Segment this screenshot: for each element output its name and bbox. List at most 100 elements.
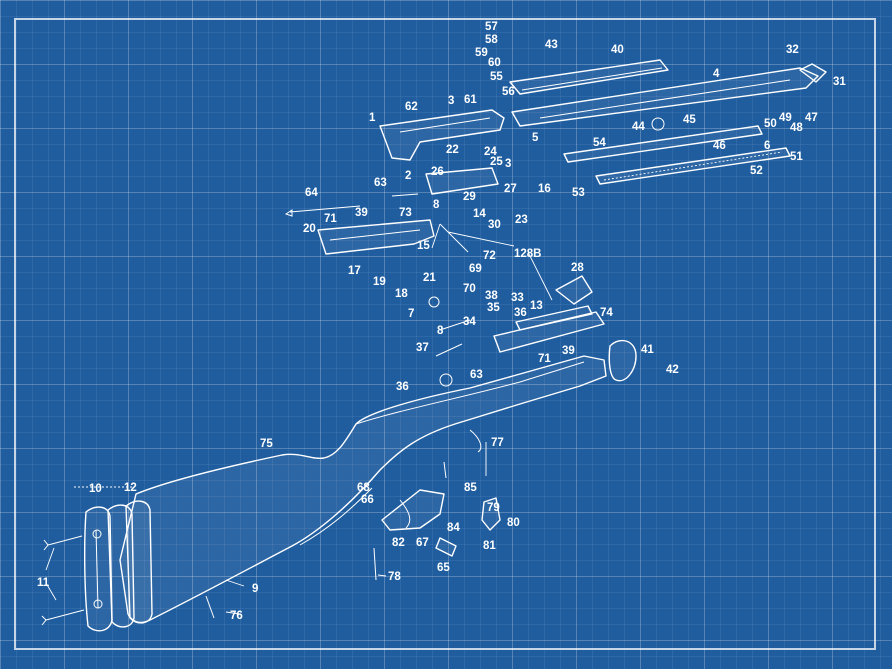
part-labels: 57 58 59 60 55 56 61 43 40 32 31 4 1 62 … [37, 21, 846, 622]
label-67: 67 [416, 537, 429, 549]
label-14: 14 [473, 208, 486, 220]
label-128b: 128B [514, 248, 542, 260]
label-37: 37 [416, 342, 429, 354]
label-74: 74 [600, 307, 613, 319]
label-36: 36 [514, 307, 527, 319]
label-18: 18 [395, 288, 408, 300]
label-30: 30 [488, 219, 501, 231]
label-2: 2 [405, 170, 411, 182]
stock-part [119, 355, 607, 624]
label-43: 43 [545, 39, 558, 51]
label-46: 46 [713, 140, 726, 152]
label-61: 61 [464, 94, 477, 106]
leader-lines [45, 223, 553, 615]
label-56: 56 [502, 86, 515, 98]
label-7: 7 [408, 308, 414, 320]
label-4: 4 [713, 68, 720, 80]
label-71b: 71 [538, 353, 551, 365]
label-36b: 36 [396, 381, 409, 393]
label-79: 79 [487, 502, 500, 514]
label-31: 31 [833, 76, 846, 88]
label-82: 82 [392, 537, 405, 549]
label-35: 35 [487, 302, 500, 314]
label-10: 10 [89, 483, 102, 495]
label-27: 27 [504, 183, 517, 195]
label-5: 5 [532, 132, 539, 144]
label-53: 53 [572, 187, 585, 199]
label-21: 21 [423, 272, 436, 284]
label-73: 73 [399, 207, 412, 219]
label-64: 64 [305, 187, 318, 199]
label-8b: 8 [433, 199, 440, 211]
blueprint-border [14, 18, 876, 650]
label-12: 12 [124, 482, 137, 494]
label-3b: 3 [505, 158, 511, 170]
label-55: 55 [490, 71, 503, 83]
label-22: 22 [446, 144, 459, 156]
label-59: 59 [475, 47, 488, 59]
label-85: 85 [464, 482, 477, 494]
receiver-parts [205, 109, 665, 619]
label-3: 3 [448, 95, 454, 107]
label-52: 52 [750, 165, 763, 177]
label-50: 50 [764, 118, 777, 130]
label-72: 72 [483, 250, 496, 262]
label-57: 57 [485, 21, 498, 33]
label-75: 75 [260, 438, 273, 450]
label-1: 1 [369, 112, 376, 124]
label-11: 11 [37, 577, 50, 589]
label-39b: 39 [562, 345, 575, 357]
label-16: 16 [538, 183, 551, 195]
label-26: 26 [431, 166, 444, 178]
label-24: 24 [484, 146, 497, 158]
label-8: 8 [437, 325, 444, 337]
label-42: 42 [666, 364, 679, 376]
label-60: 60 [488, 57, 501, 69]
label-41: 41 [641, 344, 654, 356]
label-29: 29 [463, 191, 476, 203]
label-28: 28 [571, 262, 584, 274]
label-51: 51 [790, 151, 803, 163]
label-63: 63 [374, 177, 387, 189]
label-15: 15 [417, 240, 430, 252]
label-13: 13 [530, 300, 543, 312]
label-58: 58 [485, 34, 498, 46]
label-71: 71 [324, 213, 337, 225]
label-38: 38 [485, 290, 498, 302]
label-9: 9 [252, 583, 258, 595]
label-77: 77 [491, 437, 504, 449]
label-23: 23 [515, 214, 528, 226]
label-66: 66 [361, 494, 374, 506]
barrel-parts [509, 59, 827, 185]
label-6: 6 [764, 140, 770, 152]
label-45: 45 [683, 114, 696, 126]
label-40: 40 [611, 44, 624, 56]
label-78: 78 [388, 571, 401, 583]
label-34: 34 [463, 316, 476, 328]
label-65: 65 [437, 562, 450, 574]
label-39: 39 [355, 207, 368, 219]
label-32: 32 [786, 44, 799, 56]
label-70: 70 [463, 283, 476, 295]
label-69: 69 [469, 263, 482, 275]
label-62: 62 [405, 101, 418, 113]
label-44: 44 [632, 121, 645, 133]
label-47: 47 [805, 112, 818, 124]
label-17: 17 [348, 265, 361, 277]
butt-pads [41, 500, 153, 632]
label-49: 49 [779, 112, 792, 124]
label-68: 68 [357, 482, 370, 494]
label-19: 19 [373, 276, 386, 288]
label-54: 54 [593, 137, 606, 149]
label-84: 84 [447, 522, 460, 534]
label-33: 33 [511, 292, 524, 304]
label-80: 80 [507, 517, 520, 529]
label-25: 25 [490, 156, 503, 168]
label-63b: 63 [470, 369, 483, 381]
label-20: 20 [303, 223, 316, 235]
label-76: 76 [230, 610, 243, 622]
label-48: 48 [790, 122, 803, 134]
label-81: 81 [483, 540, 496, 552]
